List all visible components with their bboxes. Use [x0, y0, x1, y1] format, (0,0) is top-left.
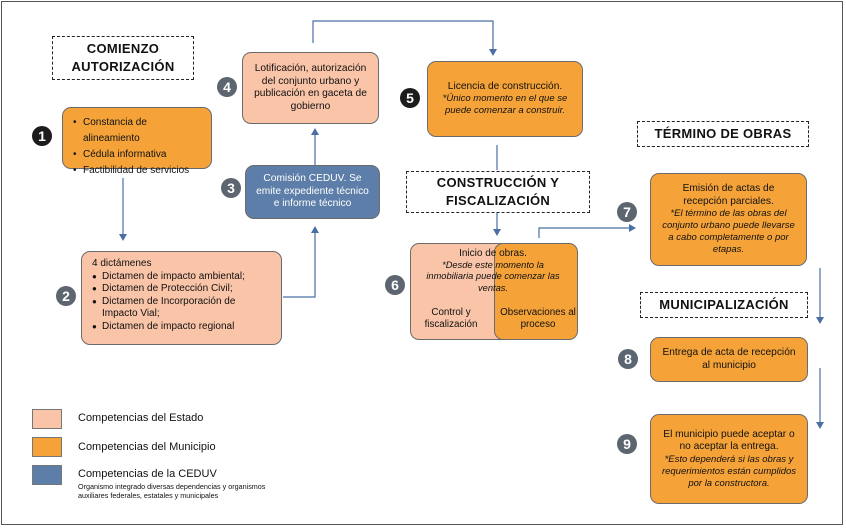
step-4-box: Lotificación, autorización del conjunto … [242, 52, 379, 124]
legend-swatch-estado [32, 409, 62, 429]
step-1-box: Constancia de alineamiento Cédula inform… [62, 107, 212, 179]
step-2-list: Dictamen de impacto ambiental; Dictamen … [92, 271, 273, 334]
step-4-number: 4 [217, 77, 237, 97]
step-6-right-box [494, 243, 578, 340]
step-6-number: 6 [385, 275, 405, 295]
step-8-box: Entrega de acta de recepción al municipi… [650, 337, 808, 382]
step-6-text: Inicio de obras. [459, 248, 527, 259]
step-5-note: *Único momento en el que se puede comenz… [442, 93, 568, 117]
step-8-number: 8 [618, 349, 638, 369]
step-9-number: 9 [617, 434, 637, 454]
arrow-6-to-7 [538, 224, 636, 238]
step-3-text: Comisión CEDUV. Se emite expediente técn… [256, 173, 369, 210]
step-2-item: Dictamen de impacto ambiental; [92, 271, 273, 284]
step-9-note: *Esto dependerá si las obras y requerimi… [661, 453, 797, 489]
step-1-number: 1 [32, 126, 52, 146]
legend-swatch-ceduv [32, 465, 62, 485]
step-1-item: Cédula informativa [73, 147, 201, 163]
arrow-2-to-3 [283, 226, 319, 298]
legend-swatch-municipio [32, 437, 62, 457]
legend-label-ceduv: Competencias de la CEDUV [78, 468, 217, 480]
header-comienzo: COMIENZO AUTORIZACIÓN [52, 36, 194, 80]
step-1-list: Constancia de alineamiento Cédula inform… [73, 115, 201, 179]
step-9-text: El municipio puede aceptar o no aceptar … [663, 428, 795, 453]
legend-ceduv-note: Organismo integrado diversas dependencia… [78, 482, 266, 500]
step-6-note: *Desde este momento la inmobiliaria pued… [426, 259, 560, 293]
header-construccion: CONSTRUCCIÓN Y FISCALIZACIÓN [406, 171, 590, 213]
arrow-4-to-5 [312, 20, 497, 56]
header-termino: TÉRMINO DE OBRAS [637, 121, 809, 147]
step-4-text: Lotificación, autorización del conjunto … [254, 63, 367, 112]
step-5-box: Licencia de construcción. *Único momento… [427, 61, 583, 137]
step-2-item: Dictamen de Incorporación de Impacto Via… [92, 296, 273, 321]
step-6-header: Inicio de obras. *Desde este momento la … [418, 248, 568, 294]
legend-label-estado: Competencias del Estado [78, 412, 204, 424]
step-1-item: Constancia de alineamiento [73, 115, 201, 147]
header-municipalizacion: MUNICIPALIZACIÓN [640, 292, 808, 318]
step-8-text: Entrega de acta de recepción al municipi… [662, 347, 796, 371]
step-2-item: Dictamen de impacto regional [92, 321, 273, 334]
step-2-number: 2 [56, 286, 76, 306]
step-2-box: 4 dictámenes Dictamen de impacto ambient… [81, 251, 282, 345]
step-5-number: 5 [400, 88, 420, 108]
step-2-item: Dictamen de Protección Civil; [92, 283, 273, 296]
step-1-item: Factibilidad de servicios [73, 163, 201, 179]
step-9-box: El municipio puede aceptar o no aceptar … [650, 414, 808, 504]
step-2-intro: 4 dictámenes [92, 258, 152, 269]
step-7-text: Emisión de actas de recepción parciales. [682, 183, 775, 207]
step-6-right-label: Observaciones al proceso [500, 307, 576, 330]
step-6-left-label: Control y fiscalización [424, 307, 478, 330]
step-5-text: Licencia de construcción. [447, 80, 563, 92]
step-3-number: 3 [221, 178, 241, 198]
step-7-number: 7 [617, 202, 637, 222]
legend-label-municipio: Competencias del Municipio [78, 441, 216, 453]
step-7-note: *El término de las obras del conjunto ur… [662, 208, 795, 255]
step-7-box: Emisión de actas de recepción parciales.… [650, 173, 807, 266]
step-3-box: Comisión CEDUV. Se emite expediente técn… [245, 165, 380, 219]
